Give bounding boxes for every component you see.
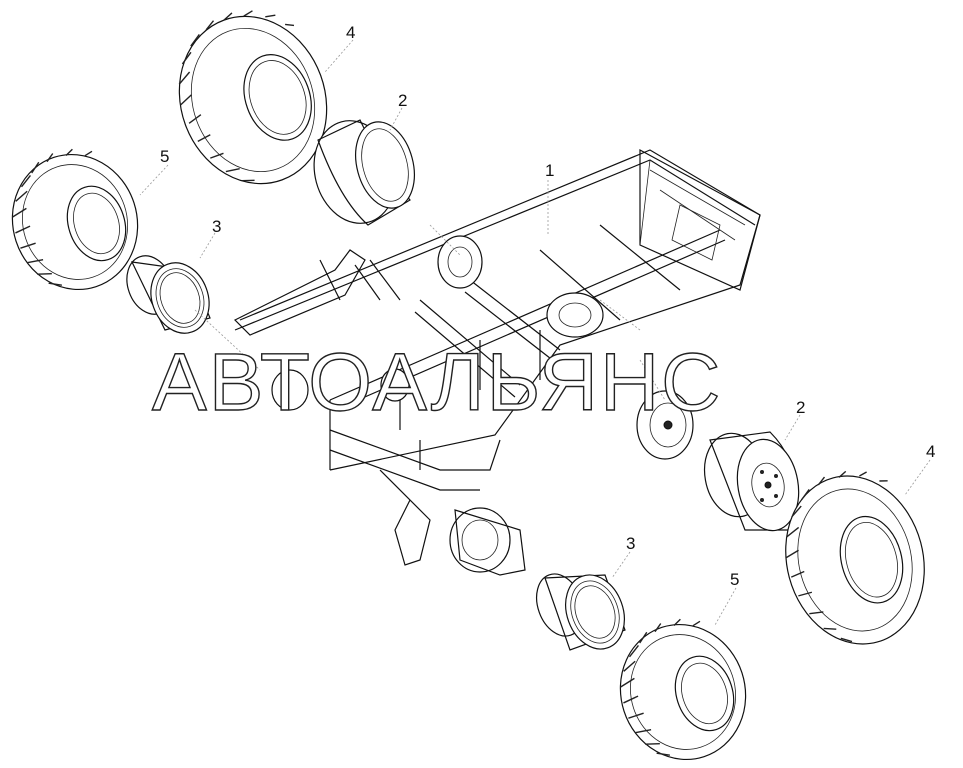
tire-small-left	[11, 148, 139, 291]
callout-rim-bottom: 3	[626, 534, 635, 553]
callout-tire-large-right: 4	[926, 442, 935, 461]
rim-left	[126, 255, 211, 334]
callout-rim-left: 3	[212, 217, 221, 236]
callout-frame: 1	[545, 161, 554, 180]
callout-tire-large-top: 4	[346, 23, 355, 42]
rim-bottom	[536, 573, 626, 651]
chassis-frame	[194, 148, 761, 576]
callout-rim-top: 2	[398, 91, 407, 110]
tire-large-top	[178, 10, 328, 185]
tire-large-right	[785, 470, 925, 645]
leader-lines	[139, 39, 931, 626]
watermark: АВТОАЛЬЯНС	[152, 337, 722, 428]
callout-tire-small-left: 5	[160, 147, 169, 166]
rim-top	[313, 119, 415, 226]
rim-right	[703, 431, 800, 532]
callout-tire-small-bottom: 5	[730, 570, 739, 589]
tire-small-bottom	[619, 618, 747, 761]
callout-rim-right: 2	[796, 398, 805, 417]
